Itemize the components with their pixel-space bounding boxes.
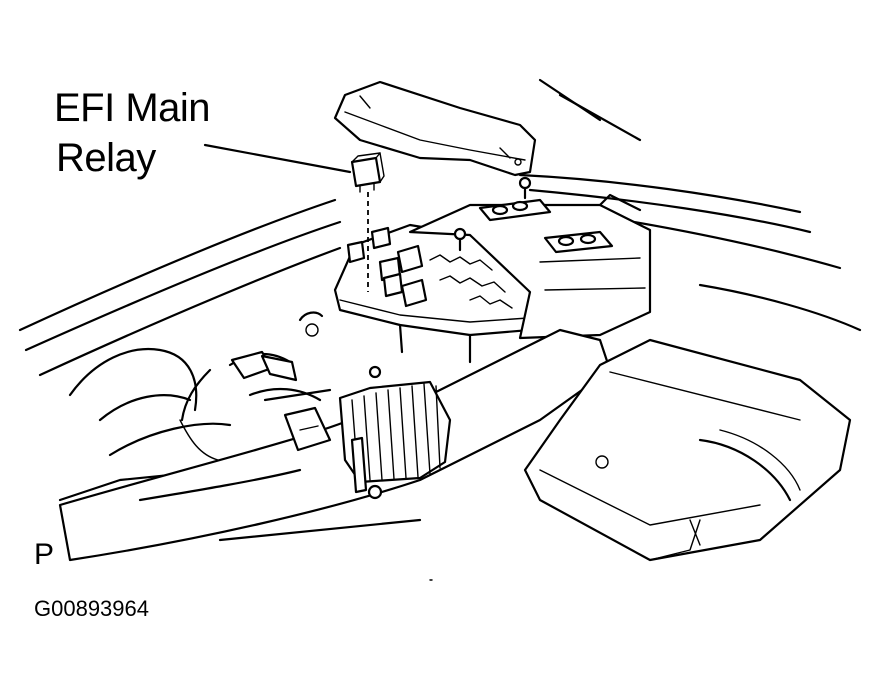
air-cleaner-housing bbox=[523, 338, 852, 562]
view-mark: P bbox=[34, 538, 55, 571]
lower-lines bbox=[218, 311, 433, 581]
intake-hose bbox=[58, 328, 612, 562]
relay-callout-label-line2: Relay bbox=[56, 136, 156, 180]
figure-id: G00893964 bbox=[34, 596, 149, 621]
callout-leader-line bbox=[203, 143, 352, 174]
relay-block-cover bbox=[333, 80, 537, 177]
relay-callout-label-line1: EFI Main bbox=[54, 86, 211, 130]
efi-main-relay bbox=[350, 152, 385, 193]
battery bbox=[408, 176, 652, 340]
